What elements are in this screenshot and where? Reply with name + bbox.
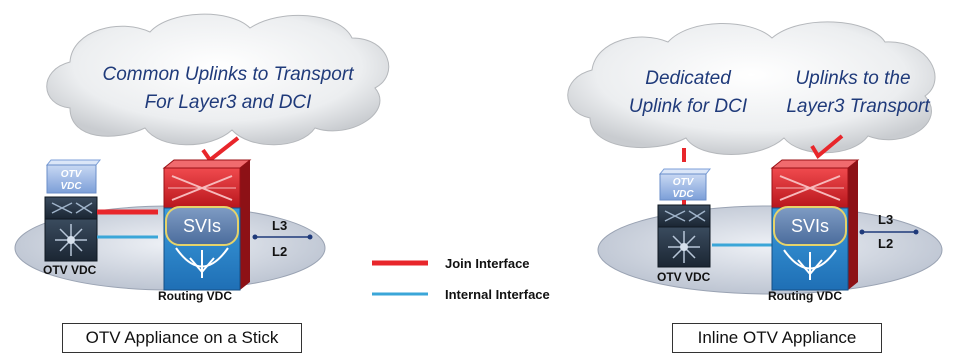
right-cloud-text-left-line1: Dedicated [645, 68, 732, 89]
right-otv-vdc-badge: OTV VDC [658, 168, 712, 201]
left-otv-vdc-label: OTV VDC [43, 263, 97, 277]
left-otv-badge-line2: VDC [60, 181, 82, 192]
right-caption: Inline OTV Appliance [672, 323, 882, 353]
left-l2-label: L2 [272, 244, 287, 259]
right-otv-vdc-label: OTV VDC [657, 270, 711, 284]
left-transport-cloud [46, 13, 390, 146]
right-l2-label: L2 [878, 236, 893, 251]
left-otv-vdc-switch [44, 196, 98, 262]
left-otv-badge-line1: OTV [61, 169, 83, 180]
left-scenario: Common Uplinks to Transport For Layer3 a… [14, 13, 390, 303]
left-l3-label: L3 [272, 218, 287, 233]
left-cloud-text-line2: For Layer3 and DCI [145, 92, 313, 113]
right-svi-bubble [773, 206, 847, 246]
left-otv-vdc-badge: OTV VDC [45, 159, 102, 194]
left-svi-bubble [165, 206, 239, 246]
right-cloud-text-right-line1: Uplinks to the [795, 68, 910, 89]
right-otv-badge-line1: OTV [673, 177, 695, 188]
legend-join-label: Join Interface [445, 256, 530, 271]
legend-internal-label: Internal Interface [445, 287, 550, 302]
left-routing-vdc-label: Routing VDC [158, 289, 232, 303]
right-l3-label: L3 [878, 212, 893, 227]
legend: Join Interface Internal Interface [372, 256, 550, 302]
right-cloud-text-right-line2: Layer3 Transport [786, 96, 930, 117]
left-svi-label: SVIs [183, 216, 221, 236]
right-otv-vdc-switch [657, 204, 711, 268]
right-otv-badge-line2: VDC [672, 189, 694, 200]
right-scenario: Dedicated Uplink for DCI Uplinks to the … [567, 21, 943, 303]
left-caption: OTV Appliance on a Stick [62, 323, 302, 353]
right-cloud-text-left-line2: Uplink for DCI [629, 96, 748, 117]
right-uplink-check-icon [810, 134, 844, 160]
left-cloud-text-line1: Common Uplinks to Transport [103, 64, 355, 85]
right-svi-label: SVIs [791, 216, 829, 236]
right-transport-cloud [567, 21, 936, 155]
right-routing-vdc-label: Routing VDC [768, 289, 842, 303]
